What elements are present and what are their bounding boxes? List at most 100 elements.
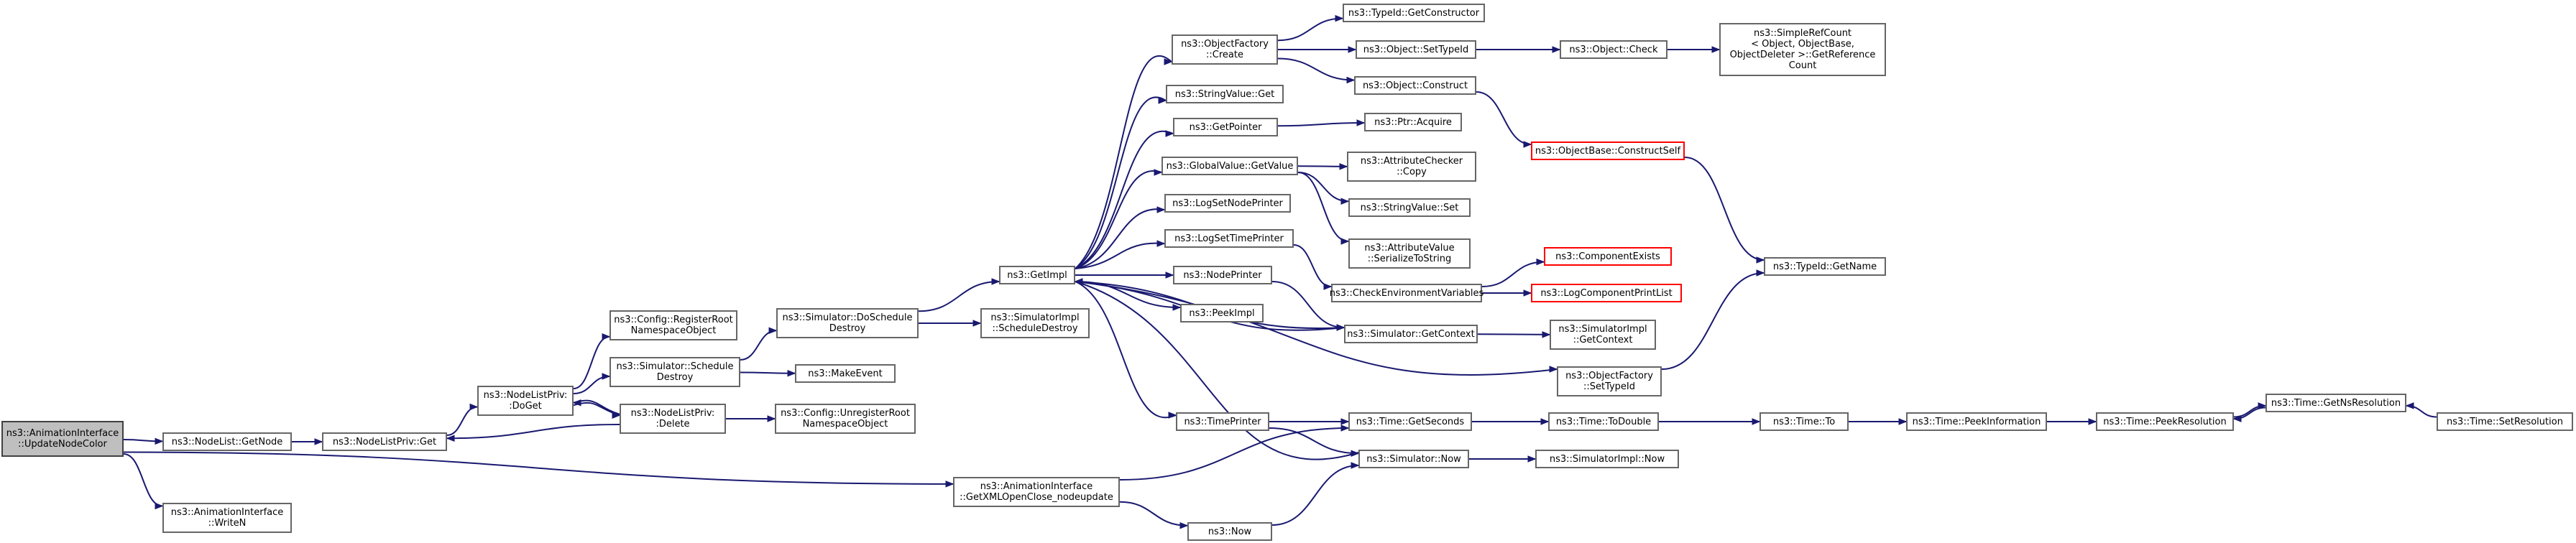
arrowhead-globalvalue_getvalue-to-attrvalue_serialize — [1340, 238, 1350, 245]
node-stringvalue-get[interactable]: ns3::StringValue::Get — [1166, 85, 1284, 103]
edge-objectbase_constructself-to-typeid_getname — [1684, 157, 1765, 261]
edge-getimpl-to-logsetnodeprinter — [1075, 208, 1165, 269]
edge-getimpl-to-timeprinter — [1075, 281, 1177, 418]
node-object-construct[interactable]: ns3::Object::Construct — [1354, 76, 1476, 95]
edge-sim_getcontext-to-simimpl_getcontext — [1477, 333, 1550, 335]
arrowhead-now-to-sim_now — [1351, 462, 1360, 469]
node-nodeprinter[interactable]: ns3::NodePrinter — [1173, 266, 1272, 284]
node-label-line: ::WriteN — [208, 518, 247, 529]
node-objectfactory-settypeid[interactable]: ns3::ObjectFactory::SetTypeId — [1557, 366, 1662, 396]
node-label-line: ns3::Simulator::Now — [1366, 453, 1461, 465]
edge-getimpl-to-getpointer — [1075, 131, 1174, 269]
node-label-line: ns3::SimpleRefCount — [1753, 28, 1852, 39]
node-label-line: ns3::Time::PeekResolution — [2103, 416, 2227, 427]
node-makeevent[interactable]: ns3::MakeEvent — [795, 364, 896, 383]
arrowhead-root-to-animiface_getxml — [945, 481, 954, 488]
node-logsettimeprinter[interactable]: ns3::LogSetTimePrinter — [1164, 229, 1294, 248]
edge-globalvalue_getvalue-to-attrvalue_serialize — [1297, 172, 1349, 242]
arrowhead-objfactory_create-to-object_construct — [1346, 76, 1356, 84]
node-time-to[interactable]: ns3::Time::To — [1760, 412, 1849, 431]
node-time-getseconds[interactable]: ns3::Time::GetSeconds — [1348, 412, 1472, 431]
node-time-peekresolution[interactable]: ns3::Time::PeekResolution — [2096, 412, 2234, 431]
node-time-getnsresolution[interactable]: ns3::Time::GetNsResolution — [2266, 394, 2406, 412]
edge-getpointer-to-ptr_acquire — [1277, 122, 1365, 127]
node-label-line: ns3::Time::To — [1772, 416, 1836, 427]
node-label-line: ::Create — [1206, 50, 1243, 60]
node-stringvalue-set[interactable]: ns3::StringValue::Set — [1348, 198, 1471, 217]
node-label-line: ns3::NodePrinter — [1183, 269, 1262, 281]
node-simulator-now[interactable]: ns3::Simulator::Now — [1358, 450, 1469, 468]
arrowhead-sim_now-to-simimpl_now — [1527, 455, 1537, 463]
node-simulatorimpl-getcontext[interactable]: ns3::SimulatorImpl::GetContext — [1550, 320, 1656, 350]
arrowhead-objfactory_create-to-object_settypeid — [1348, 46, 1357, 53]
node-peekimpl[interactable]: ns3::PeekImpl — [1180, 304, 1264, 322]
node-nodelist-getnode[interactable]: ns3::NodeList::GetNode — [162, 432, 292, 451]
node-label-line: ns3::TimePrinter — [1184, 416, 1261, 427]
node-time-setresolution[interactable]: ns3::Time::SetResolution — [2437, 412, 2573, 431]
node-label-line: ::SetTypeId — [1583, 381, 1636, 392]
node-nodelistpriv-delete[interactable]: ns3::NodeListPriv::Delete — [620, 404, 726, 434]
node-logcomponentprintlist[interactable]: ns3::LogComponentPrintList — [1531, 284, 1682, 302]
node-simulator-getcontext[interactable]: ns3::Simulator::GetContext — [1344, 325, 1478, 343]
edge-checkenvvars-to-componentexists — [1481, 261, 1545, 287]
node-simulatorimpl-now[interactable]: ns3::SimulatorImpl::Now — [1535, 450, 1679, 468]
node-ptr-acquire[interactable]: ns3::Ptr::Acquire — [1364, 113, 1462, 131]
node-label-line: ::SerializeToString — [1367, 254, 1452, 264]
node-checkenvironmentvariables[interactable]: ns3::CheckEnvironmentVariables — [1330, 284, 1484, 302]
node-globalvalue-getvalue[interactable]: ns3::GlobalValue::GetValue — [1162, 157, 1298, 175]
edge-nodelistpriv_delete-to-nodelistpriv_get — [446, 424, 620, 440]
node-label-line: ns3::LogComponentPrintList — [1540, 287, 1673, 299]
node-simplerefcount-getreferencecount[interactable]: ns3::SimpleRefCount< Object, ObjectBase,… — [1719, 23, 1886, 76]
node-animationinterface-getxmlopenclose-nodeupdate[interactable]: ns3::AnimationInterface::GetXMLOpenClose… — [953, 477, 1120, 507]
arrowhead-nodelist_getnode-to-nodelistpriv_get — [314, 438, 323, 445]
node-label-line: ns3::TypeId::GetConstructor — [1348, 7, 1480, 19]
arrowhead-sim_schedule_destroy-to-sim_doschedule_destroy — [768, 327, 778, 334]
node-getimpl[interactable]: ns3::GetImpl — [999, 266, 1075, 284]
edge-objfactory_create-to-typeid_getconstructor — [1277, 17, 1343, 42]
node-label-line: ns3::Time::PeekInformation — [1912, 416, 2041, 427]
node-getpointer[interactable]: ns3::GetPointer — [1173, 118, 1278, 136]
node-label-line: ns3::SimulatorImpl — [1558, 324, 1647, 335]
node-label-line: ns3::GlobalValue::GetValue — [1166, 160, 1294, 172]
node-simulatorimpl-scheduledestroy[interactable]: ns3::SimulatorImpl::ScheduleDestroy — [980, 308, 1090, 338]
node-animationinterface-updatenodecolor: ns3::AnimationInterface::UpdateNodeColor — [1, 421, 124, 457]
node-label-line: ns3::Config::RegisterRoot — [614, 315, 733, 325]
node-time-peekinformation[interactable]: ns3::Time::PeekInformation — [1906, 412, 2047, 431]
arrowhead-root-to-animiface_writen — [155, 502, 164, 510]
node-attributevalue-serializetostring[interactable]: ns3::AttributeValue::SerializeToString — [1348, 238, 1471, 269]
arrowhead-nodelistpriv_doget-to-config_register — [602, 333, 611, 340]
arrowhead-nodelistpriv_get-to-nodelistpriv_doget — [469, 403, 479, 411]
arrowhead-time_to-to-time_peekinformation — [1898, 418, 1908, 425]
arrowhead-getimpl-to-peekimpl — [1172, 304, 1182, 311]
node-now[interactable]: ns3::Now — [1187, 522, 1272, 541]
node-label-line: ns3::NodeListPriv::Get — [332, 436, 437, 447]
node-animationinterface-writen[interactable]: ns3::AnimationInterface::WriteN — [162, 503, 292, 533]
node-label-line: ns3::Object::Construct — [1362, 80, 1468, 91]
node-timeprinter[interactable]: ns3::TimePrinter — [1176, 412, 1269, 431]
arrowhead-checkenvvars-to-componentexists — [1536, 258, 1545, 266]
node-nodelistpriv-get[interactable]: ns3::NodeListPriv::Get — [322, 432, 447, 451]
node-attributechecker-copy[interactable]: ns3::AttributeChecker::Copy — [1347, 152, 1476, 182]
node-objectbase-constructself[interactable]: ns3::ObjectBase::ConstructSelf — [1531, 141, 1685, 160]
node-typeid-getname[interactable]: ns3::TypeId::GetName — [1764, 257, 1886, 276]
node-logsetnodeprinter[interactable]: ns3::LogSetNodePrinter — [1164, 194, 1291, 213]
node-typeid-getconstructor[interactable]: ns3::TypeId::GetConstructor — [1343, 4, 1485, 22]
node-label-line: < Object, ObjectBase, — [1751, 39, 1854, 50]
node-object-settypeid[interactable]: ns3::Object::SetTypeId — [1356, 40, 1476, 59]
arrowhead-objectbase_constructself-to-typeid_getname — [1756, 256, 1765, 264]
edge-sim_now-to-getimpl — [1075, 281, 1359, 460]
arrowhead-object_settypeid-to-object_check — [1552, 46, 1561, 53]
node-label-line: ::GetContext — [1573, 335, 1633, 345]
node-componentexists[interactable]: ns3::ComponentExists — [1544, 247, 1672, 266]
arrowhead-nodelistpriv_delete-to-config_unregister — [767, 415, 776, 422]
node-object-check[interactable]: ns3::Object::Check — [1560, 40, 1668, 59]
arrowhead-animiface_getxml-to-now — [1179, 522, 1189, 529]
node-nodelistpriv-doget[interactable]: ns3::NodeListPriv::DoGet — [477, 386, 574, 416]
node-objectfactory-create[interactable]: ns3::ObjectFactory::Create — [1172, 34, 1278, 65]
node-time-todouble[interactable]: ns3::Time::ToDouble — [1548, 412, 1659, 431]
